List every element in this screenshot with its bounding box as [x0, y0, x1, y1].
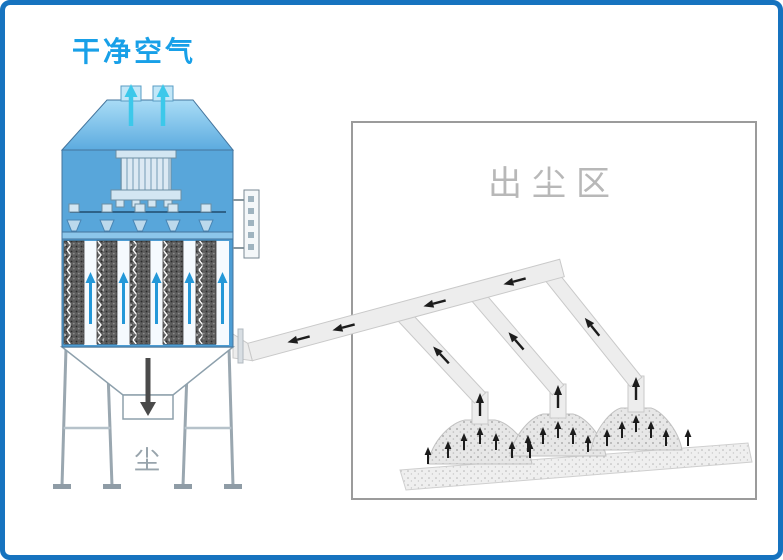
control-panel — [233, 189, 260, 259]
dust-down-arrow-icon — [140, 358, 156, 416]
duct-flange — [237, 328, 244, 364]
motor-unit — [110, 149, 182, 208]
support-legs — [53, 347, 242, 489]
pulse-manifold — [66, 203, 226, 232]
dust-collector — [53, 84, 260, 489]
hood — [60, 99, 235, 151]
tube-sheet — [61, 231, 234, 240]
dust-zone-contents — [232, 258, 753, 491]
clean-air-label: 干净空气 — [72, 35, 197, 68]
dust-label: 尘 — [133, 446, 162, 476]
dust-platform — [399, 442, 753, 491]
filter-section — [61, 238, 234, 348]
dust-zone-label: 出尘区 — [488, 164, 620, 204]
